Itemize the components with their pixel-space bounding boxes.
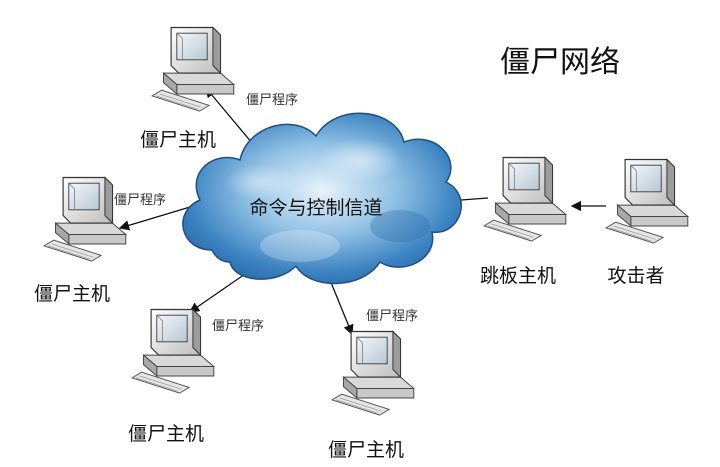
zombie-host-bottom-right: 僵尸程序 僵尸主机 [328, 309, 418, 461]
zombie-host-label-top: 僵尸主机 [140, 129, 216, 151]
attacker: 攻击者 [605, 158, 689, 287]
computer-icon [151, 26, 235, 112]
channel-label: 命令与控制信道 [249, 197, 382, 219]
zombie-host-bottom-left: 僵尸程序 僵尸主机 [128, 308, 264, 445]
arrow-to-zombie-bottom-right [329, 279, 354, 336]
zombie-host-label-bottom-left: 僵尸主机 [128, 423, 204, 445]
diagram-title: 僵尸网络 [500, 45, 620, 80]
computer-icon [483, 156, 567, 242]
computer-icon [331, 330, 415, 416]
zombie-program-label-bottom-left: 僵尸程序 [212, 319, 264, 334]
computer-icon [605, 158, 689, 244]
arrow-to-zombie-left [118, 203, 201, 231]
zombie-host-label-bottom-right: 僵尸主机 [328, 439, 404, 461]
command-control-cloud: 命令与控制信道 [182, 112, 462, 285]
zombie-program-label-bottom-right: 僵尸程序 [366, 309, 418, 324]
zombie-host-label-left: 僵尸主机 [34, 283, 110, 305]
zombie-program-label-top: 僵尸程序 [246, 93, 298, 108]
computer-icon [131, 308, 215, 394]
arrow-to-zombie-bottom-left [188, 271, 249, 313]
zombie-program-label-left: 僵尸程序 [114, 193, 166, 208]
jump-host: 跳板主机 [480, 156, 567, 287]
jump-host-label: 跳板主机 [480, 265, 556, 287]
zombie-host-top: 僵尸程序 僵尸主机 [140, 26, 298, 151]
computer-icon [43, 176, 127, 262]
zombie-host-left: 僵尸程序 僵尸主机 [34, 176, 166, 305]
attacker-label: 攻击者 [607, 265, 664, 287]
